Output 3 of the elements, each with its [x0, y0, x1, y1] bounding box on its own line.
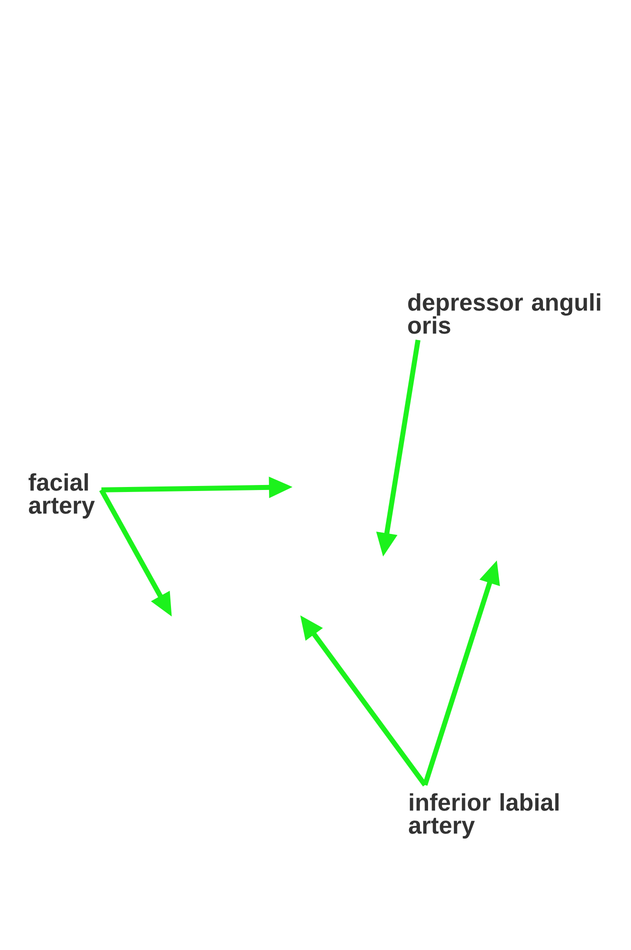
- structure-label: depressor anguli oris: [408, 293, 600, 334]
- structure-label: facial artery: [28, 473, 95, 519]
- structure-label: inferior labial artery: [408, 793, 559, 839]
